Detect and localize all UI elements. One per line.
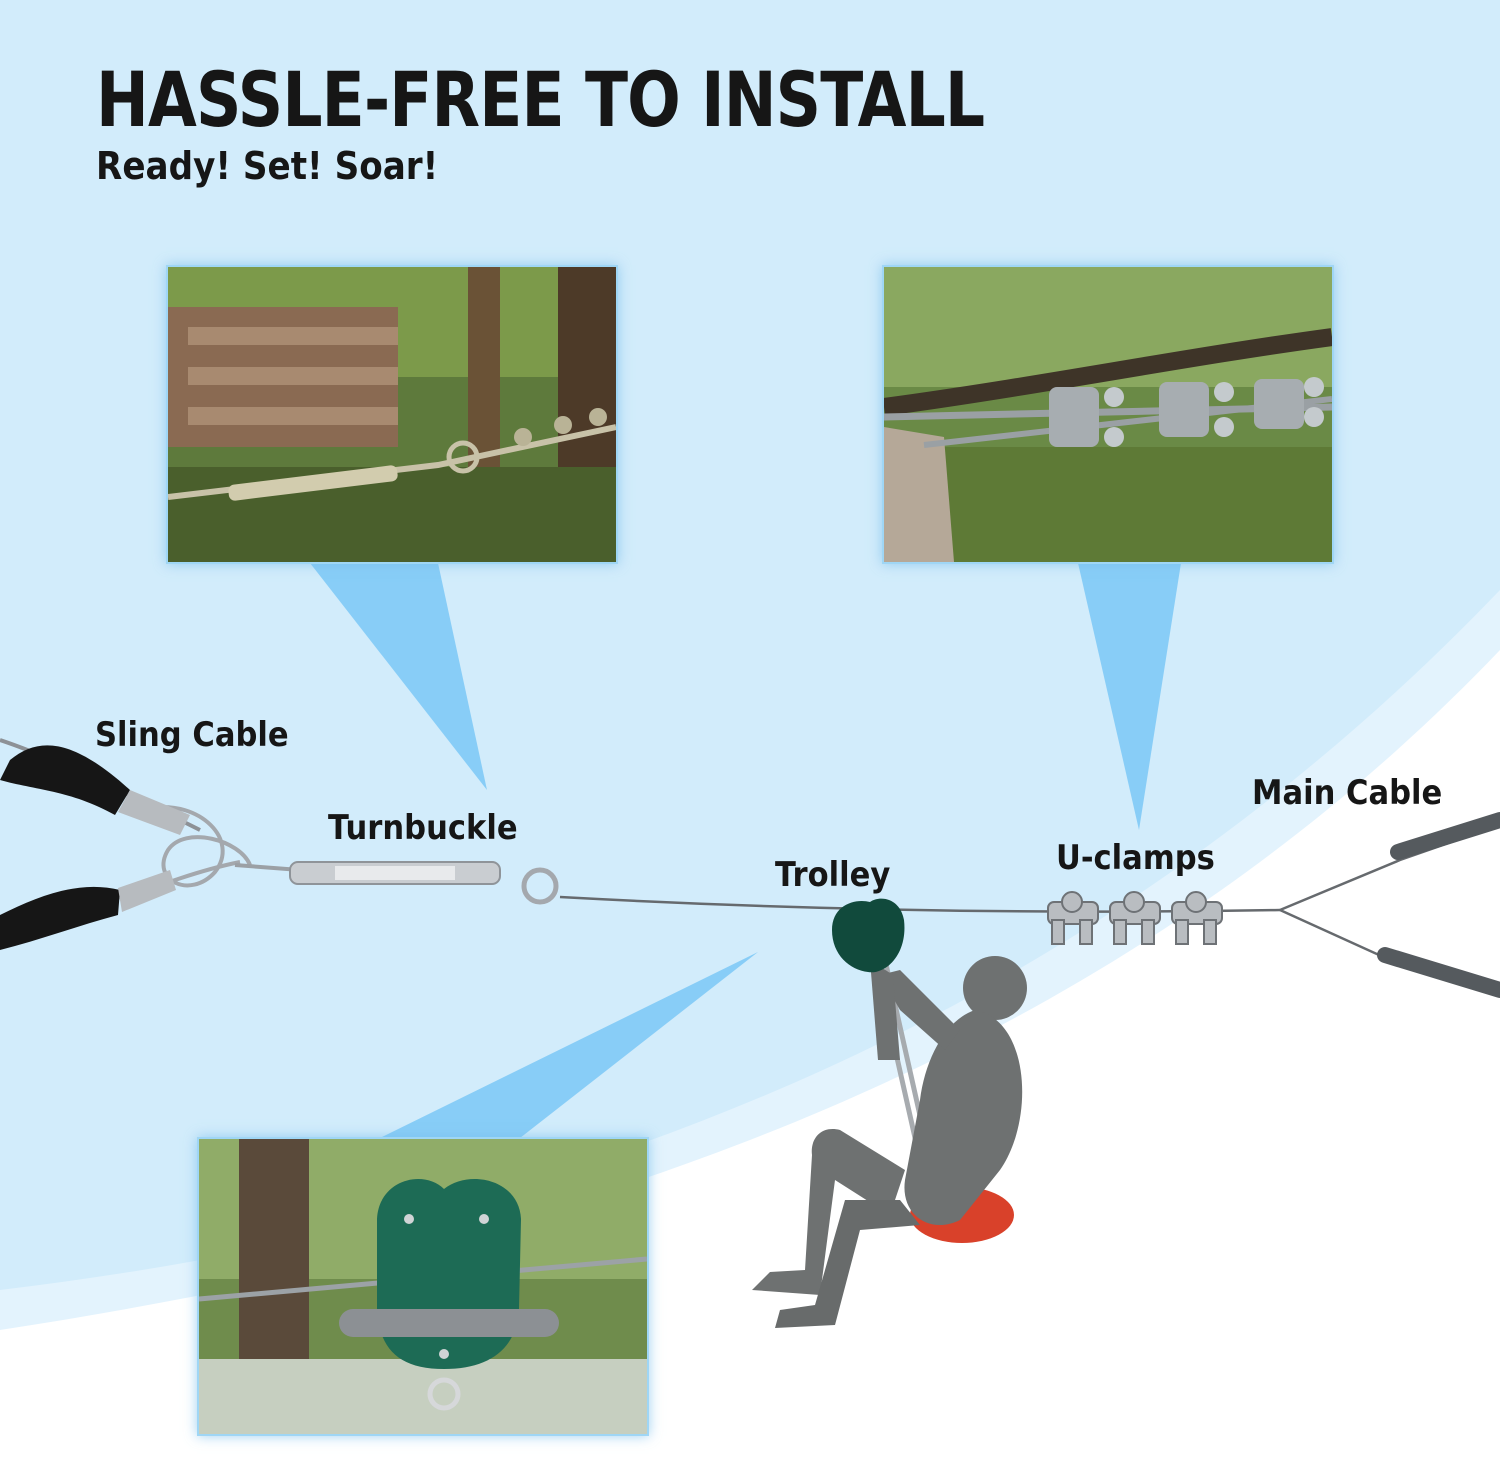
sling-cable-icon	[0, 738, 252, 950]
u-clamps-label: U-clamps	[1056, 838, 1215, 878]
u-clamp-icon	[1109, 891, 1161, 945]
turnbuckle-callout	[310, 563, 487, 790]
handle-grip-icon	[0, 745, 190, 835]
turnbuckle-label: Turnbuckle	[328, 808, 518, 848]
turnbuckle-icon	[234, 861, 559, 905]
page-subtitle: Ready! Set! Soar!	[96, 144, 439, 188]
trolley-callout	[380, 952, 758, 1138]
trolley-icon	[832, 898, 905, 973]
handle-grip-icon	[0, 870, 176, 950]
rider-figure-icon	[752, 956, 1027, 1328]
turnbuckle-photo	[166, 265, 618, 564]
turnbuckle-closeup-icon	[168, 267, 616, 562]
trolley-photo	[197, 1137, 649, 1436]
tree-protector-icon	[1390, 812, 1500, 860]
u-clamp-icon	[1171, 891, 1223, 945]
u-clamps-callout	[1078, 563, 1181, 830]
page-title: HASSLE-FREE TO INSTALL	[96, 55, 985, 144]
u-clamps-photo	[882, 265, 1334, 564]
tree-protector-icon	[1377, 947, 1500, 998]
sling-cable-label: Sling Cable	[95, 715, 289, 755]
u-clamp-icon	[1047, 891, 1099, 945]
trolley-closeup-icon	[199, 1139, 647, 1434]
u-clamps-closeup-icon	[884, 267, 1332, 562]
trolley-label: Trolley	[775, 855, 891, 895]
main-cable-label: Main Cable	[1252, 773, 1443, 813]
